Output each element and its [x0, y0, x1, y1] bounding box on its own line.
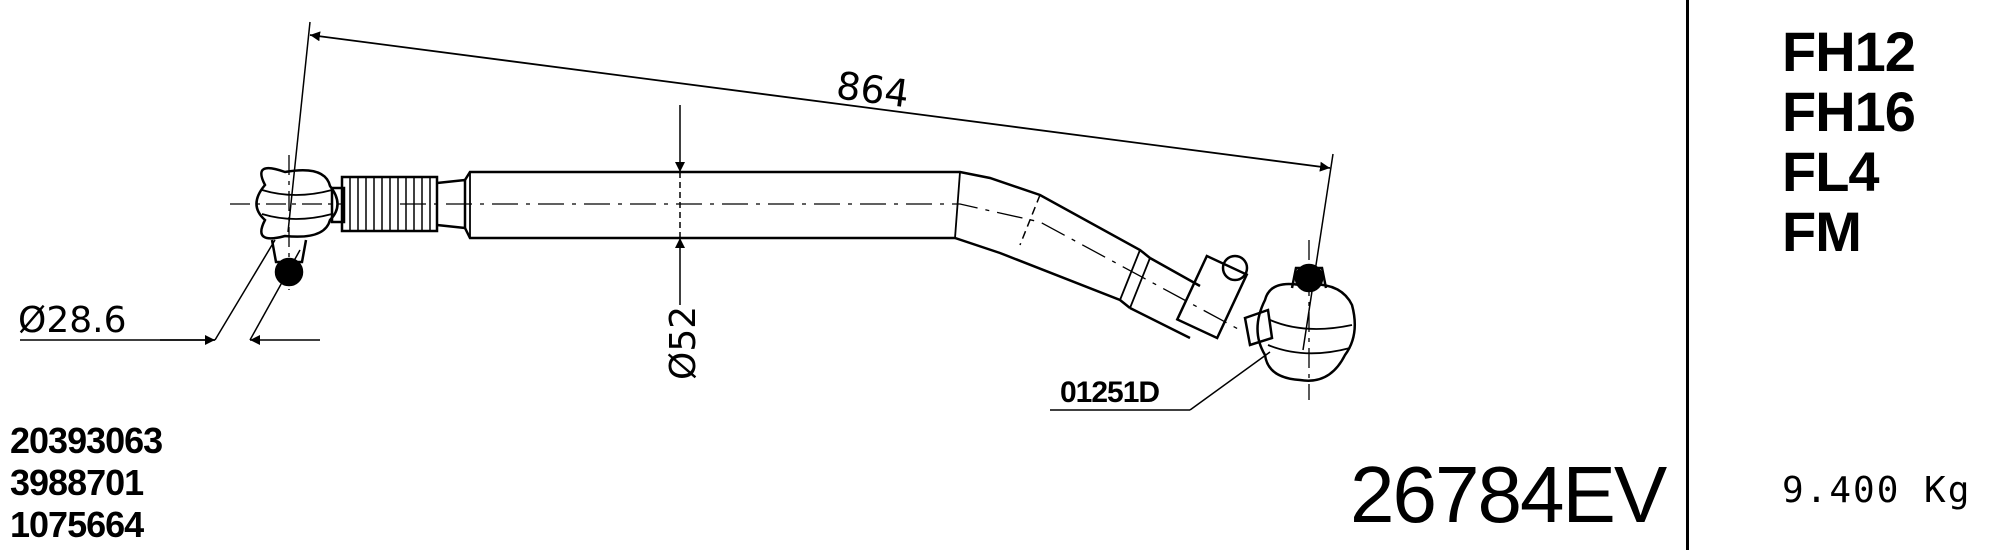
right-ball-joint	[1243, 240, 1357, 400]
main-tube	[463, 170, 1151, 309]
dimension-length	[287, 21, 1334, 351]
component-code-label: 01251D	[1060, 376, 1159, 409]
oem-reference: 3988701	[10, 462, 144, 503]
weight-label: 9.400 Kg	[1782, 470, 1972, 511]
vertical-divider	[1686, 0, 1689, 550]
application-item: FL4	[1782, 140, 1880, 203]
application-list: FH12 FH16 FL4 FM	[1782, 20, 1916, 263]
length-dimension-label: 864	[834, 63, 912, 116]
dimension-ball-pin-diameter	[20, 239, 320, 345]
oem-reference: 1075664	[10, 504, 144, 545]
tube-diameter-label: Ø52	[663, 306, 704, 380]
component-callout	[1050, 351, 1271, 411]
part-number: 26784EV	[1350, 450, 1667, 539]
centre-line	[400, 203, 1241, 331]
application-item: FH12	[1782, 20, 1916, 83]
application-item: FM	[1782, 200, 1862, 263]
oem-reference: 20393063	[10, 420, 163, 461]
application-item: FH16	[1782, 80, 1916, 143]
tube-end	[1129, 256, 1201, 340]
left-ball-joint	[230, 155, 346, 290]
clamp	[1175, 254, 1249, 340]
oem-reference-list: 20393063 3988701 1075664	[10, 420, 163, 546]
tie-rod	[340, 170, 1249, 340]
ball-pin-diameter-label: Ø28.6	[18, 300, 127, 341]
